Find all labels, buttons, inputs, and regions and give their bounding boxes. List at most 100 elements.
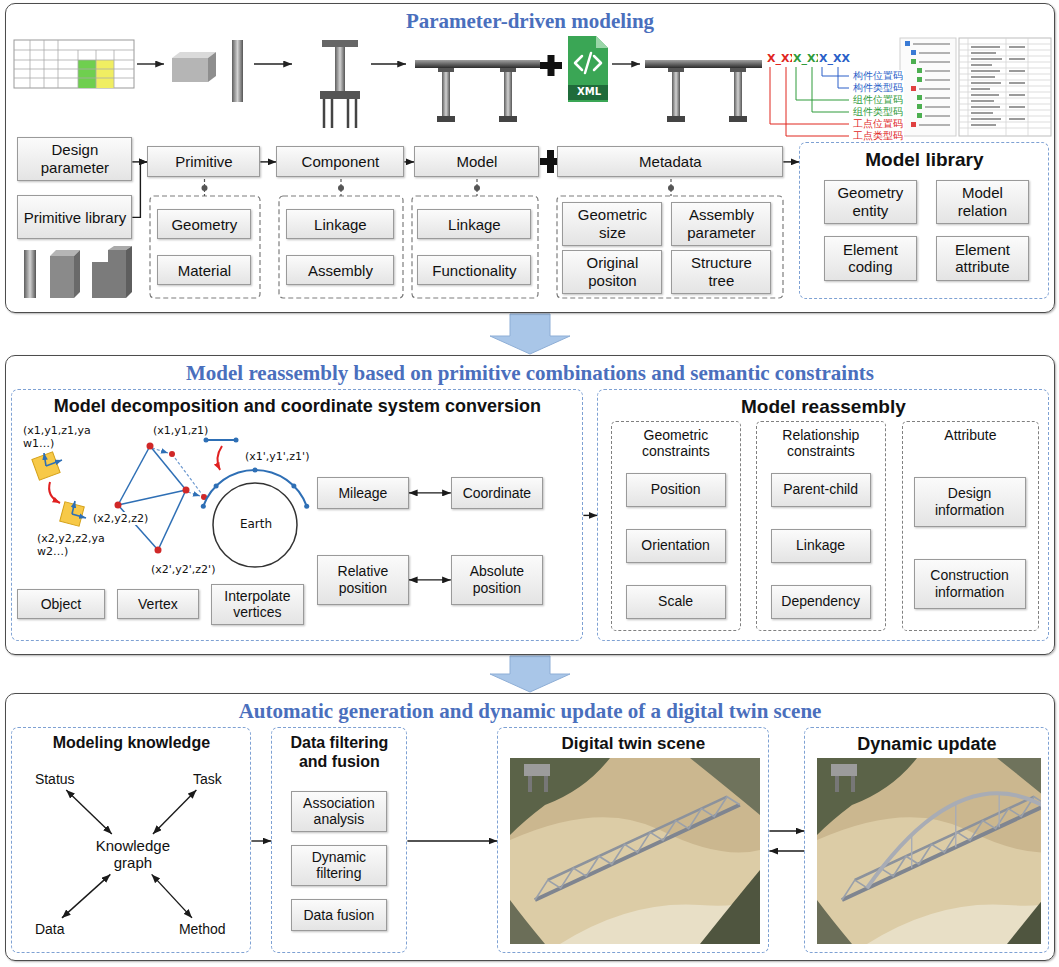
parameter-table-thumbnail xyxy=(96,50,97,88)
box-label: Model relation xyxy=(942,184,1023,219)
element-table-thumbnail xyxy=(1009,94,1025,96)
element-table-thumbnail xyxy=(959,80,1051,81)
dashed-group xyxy=(412,196,538,298)
element-table-thumbnail xyxy=(971,46,1000,48)
element-table-thumbnail xyxy=(971,100,994,102)
process-box: Component xyxy=(276,146,404,177)
group-heading: Model decomposition and coordinate syste… xyxy=(12,390,582,417)
process-box: Original positon xyxy=(562,250,662,293)
scene-image xyxy=(999,793,1000,827)
structure-tree-thumbnail xyxy=(913,44,950,125)
vertex-mesh xyxy=(118,446,150,505)
parameter-table-thumbnail xyxy=(78,50,79,88)
process-box: Position xyxy=(626,473,726,507)
structure-tree-thumbnail xyxy=(917,95,922,100)
code-meaning: 组件类型码 xyxy=(852,106,904,118)
process-box: Construction information xyxy=(914,559,1026,609)
primitive-thumbnail xyxy=(50,256,74,298)
xml-icon xyxy=(596,36,608,48)
box-label: Assembly parameter xyxy=(677,206,765,241)
flow-arrow xyxy=(132,162,147,218)
process-box: Parent-child xyxy=(771,473,871,507)
constraint-group: AttributeDesign informationConstruction … xyxy=(902,421,1039,631)
box-label: Absolute position xyxy=(457,563,537,596)
scene-image xyxy=(817,758,1041,944)
process-box: Dynamic filtering xyxy=(291,845,387,886)
process-box: Design information xyxy=(914,477,1026,527)
parameter-table-thumbnail xyxy=(14,50,134,51)
pier-component xyxy=(347,99,350,128)
box-label: Geometry xyxy=(171,216,237,234)
scene-image xyxy=(912,793,1000,867)
earth-label: Earth xyxy=(235,517,277,531)
element-table-thumbnail xyxy=(1009,46,1025,48)
structure-tree-thumbnail xyxy=(911,59,916,64)
process-box: Data fusion xyxy=(291,899,387,931)
object-frame xyxy=(46,460,62,466)
element-table-thumbnail xyxy=(971,82,1001,84)
process-box: Primitive library xyxy=(17,195,132,239)
earth-interpolation xyxy=(204,438,209,443)
vertex-mesh xyxy=(155,547,162,554)
box-label: Interpolate vertices xyxy=(217,588,298,621)
box-label: Position xyxy=(651,481,701,498)
group-heading: Dynamic update xyxy=(805,728,1048,755)
parameter-table-thumbnail xyxy=(44,40,45,88)
code-leader xyxy=(822,67,849,76)
element-table-thumbnail xyxy=(971,124,996,126)
dashed-group xyxy=(279,196,403,298)
object-frame xyxy=(32,452,86,526)
structure-tree-thumbnail xyxy=(900,38,956,136)
box-label: Linkage xyxy=(448,216,501,234)
icon-label: XML xyxy=(568,86,610,98)
element-table-thumbnail xyxy=(959,116,1051,117)
earth-interpolation xyxy=(253,468,258,473)
box-label: Linkage xyxy=(796,537,845,554)
process-box: Model relation xyxy=(936,180,1029,224)
xml-icon xyxy=(575,56,582,70)
code-meaning: 工点类型码 xyxy=(852,130,904,142)
earth-interpolation xyxy=(234,438,239,443)
structure-tree-thumbnail xyxy=(925,115,950,117)
earth-interpolation xyxy=(206,439,236,441)
parameter-table-thumbnail xyxy=(14,40,134,88)
earth-interpolation xyxy=(217,446,222,470)
term-label: Task xyxy=(193,771,222,787)
element-table-thumbnail xyxy=(971,106,1000,108)
group-frame: Modeling knowledgeStatusTaskKnowledge gr… xyxy=(11,727,251,953)
constraint-group: Geometric constraintsPositionOrientation… xyxy=(611,421,741,631)
pin-connector xyxy=(338,185,344,191)
box-label: Metadata xyxy=(639,153,702,171)
element-table-thumbnail xyxy=(959,56,1051,57)
flow-arrow xyxy=(153,790,196,834)
process-box: Design parameter xyxy=(17,137,132,180)
parameter-table-thumbnail xyxy=(58,40,59,88)
process-box: Geometric size xyxy=(562,202,662,245)
box-label: Material xyxy=(178,262,231,280)
earth-interpolation xyxy=(291,484,296,489)
parameter-table-thumbnail xyxy=(14,78,134,79)
group-heading: Attribute xyxy=(903,422,1038,444)
structure-tree-thumbnail xyxy=(919,124,950,126)
process-box: Relative position xyxy=(317,555,409,605)
process-box: Dependency xyxy=(771,585,871,619)
code-leader xyxy=(812,67,849,112)
term-label: Knowledge graph xyxy=(91,837,175,872)
box-label: Model xyxy=(456,153,497,171)
vertex-mesh xyxy=(118,446,186,550)
box-label: Primitive xyxy=(175,153,233,171)
coordinate-label: (x2',y2',z2') xyxy=(150,563,216,576)
element-table-thumbnail xyxy=(971,47,1025,125)
process-box: Element coding xyxy=(824,236,917,281)
bridge-model xyxy=(442,72,450,116)
group-heading: Digital twin scene xyxy=(498,728,768,754)
pin-connector xyxy=(202,179,675,196)
element-table-thumbnail xyxy=(959,98,1051,99)
stage-arrow xyxy=(490,314,570,354)
vertex-mesh xyxy=(152,448,168,453)
graph-term: Data xyxy=(35,921,65,937)
box-label: Scale xyxy=(658,593,693,610)
box-label: Dynamic filtering xyxy=(297,849,381,882)
element-table-thumbnail xyxy=(1009,58,1025,60)
pier-component xyxy=(323,99,326,128)
